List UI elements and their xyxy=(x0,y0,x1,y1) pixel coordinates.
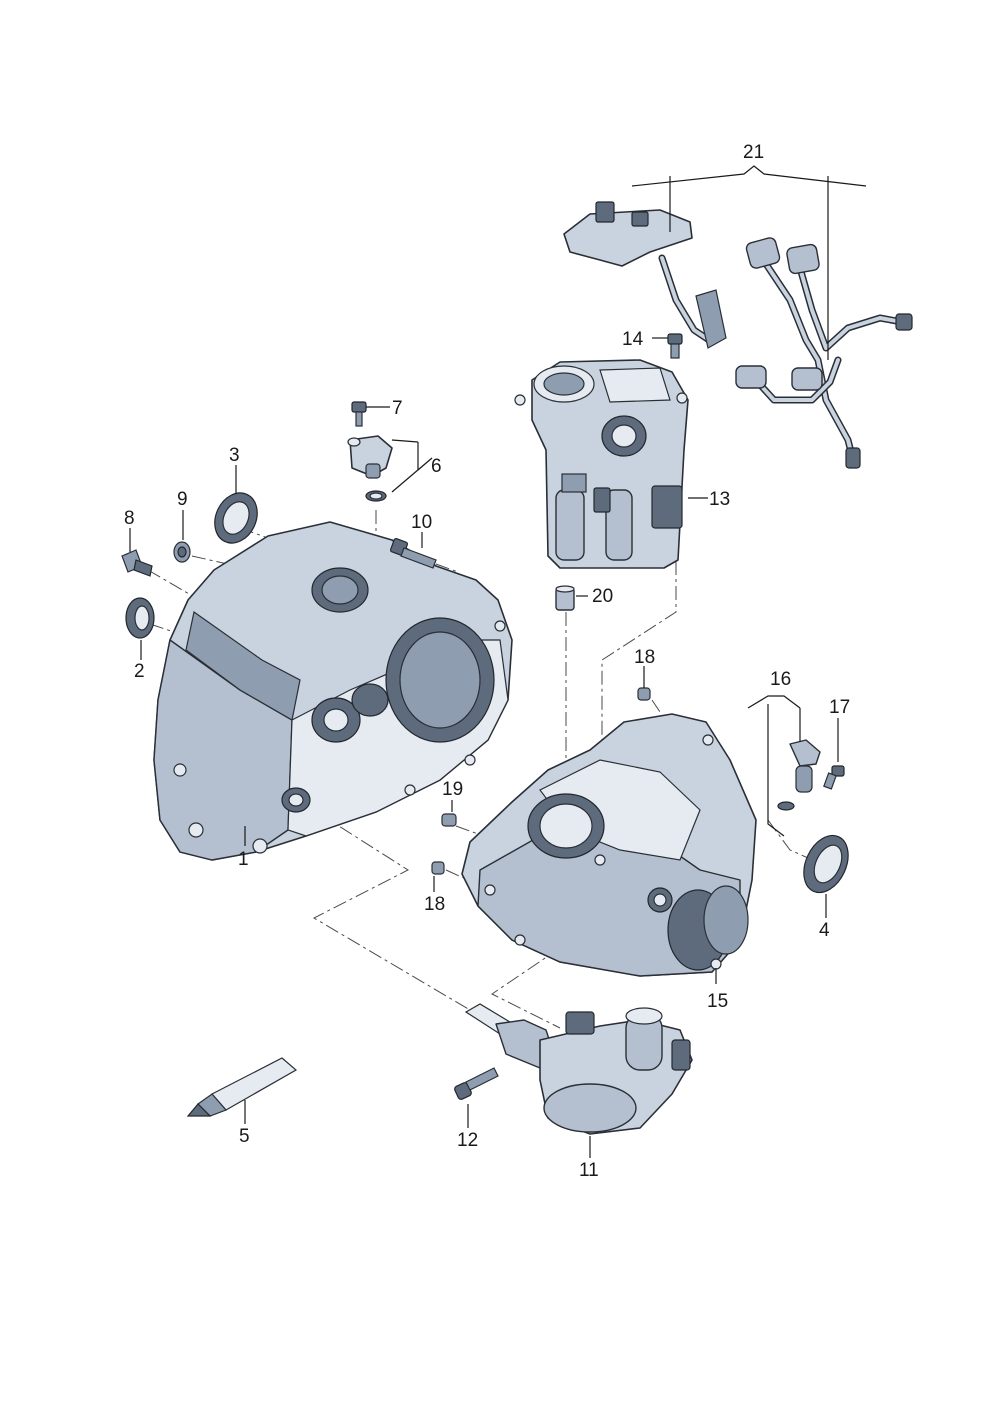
callout-9: 9 xyxy=(177,489,188,510)
callout-15: 15 xyxy=(707,991,728,1012)
callout-18-upper: 18 xyxy=(634,647,655,668)
callout-8: 8 xyxy=(124,508,135,529)
callout-6: 6 xyxy=(431,456,442,477)
sensor-16 xyxy=(777,739,821,811)
bolt-17 xyxy=(823,765,845,790)
pin-19 xyxy=(441,813,457,827)
callout-18-lower: 18 xyxy=(424,894,445,915)
oil-seal-2 xyxy=(125,597,155,639)
leader-lines xyxy=(129,165,867,1158)
gear-selector xyxy=(464,1003,693,1135)
callout-2: 2 xyxy=(134,661,145,682)
pin-18-upper xyxy=(637,687,651,701)
callout-17: 17 xyxy=(829,697,850,718)
callout-14: 14 xyxy=(622,329,644,350)
bolt-10 xyxy=(389,537,437,569)
clutch-housing xyxy=(153,521,513,861)
callout-19: 19 xyxy=(442,779,463,800)
callout-12: 12 xyxy=(457,1130,478,1151)
callout-11: 11 xyxy=(579,1160,599,1181)
callout-3: 3 xyxy=(229,445,240,466)
callout-10: 10 xyxy=(411,512,432,533)
mechatronic-unit xyxy=(514,359,689,569)
callout-1: 1 xyxy=(238,849,249,870)
callout-5: 5 xyxy=(239,1126,250,1147)
callout-7: 7 xyxy=(392,398,403,419)
plug-8 xyxy=(121,549,153,577)
sealant-tube xyxy=(186,1057,298,1117)
callout-4: 4 xyxy=(819,920,830,941)
bolt-14 xyxy=(667,333,683,359)
oil-seal-4 xyxy=(803,834,849,894)
pin-18-lower xyxy=(431,861,445,875)
oil-seal-3 xyxy=(214,492,258,544)
wiring-harness xyxy=(563,201,913,469)
bolt-7 xyxy=(351,401,367,427)
callout-13: 13 xyxy=(709,489,730,510)
callout-labels: 1 2 3 4 5 6 7 8 9 10 11 12 13 14 15 16 1… xyxy=(124,142,850,1181)
bolt-12 xyxy=(454,1067,499,1100)
callout-21: 21 xyxy=(743,142,764,163)
callout-20: 20 xyxy=(592,586,613,607)
gearbox-housing xyxy=(461,713,757,977)
bush-20 xyxy=(555,585,575,611)
callout-16: 16 xyxy=(770,669,791,690)
plug-9 xyxy=(173,541,191,563)
sensor-6 xyxy=(347,435,393,502)
